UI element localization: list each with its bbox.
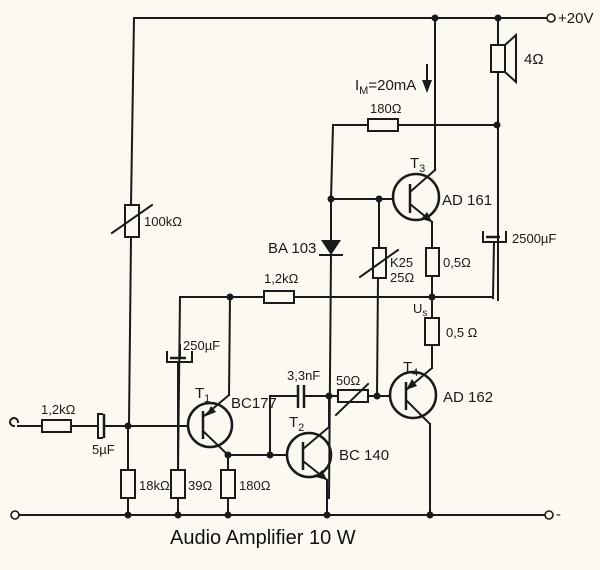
cap-5u-plate <box>97 413 103 439</box>
speaker-label: 4Ω <box>524 51 544 68</box>
speaker-coil <box>490 44 506 73</box>
pot-100k-resistor[interactable] <box>124 204 140 238</box>
t1-collector-wire <box>227 295 232 397</box>
ntc-value-label: 25Ω <box>390 270 414 285</box>
ntc-arrow <box>358 248 400 279</box>
ground-terminal-right[interactable] <box>544 510 554 520</box>
transistor-t2[interactable] <box>285 431 333 479</box>
resistor-input-1k2[interactable] <box>41 419 72 433</box>
diode-label: BA 103 <box>268 240 316 257</box>
resistor-180-bottom-label: 180Ω <box>239 478 271 493</box>
resistor-1k2-mid-label: 1,2kΩ <box>264 271 299 286</box>
feedback-wire <box>329 123 335 201</box>
ground-label: - <box>556 506 561 523</box>
cap-33n-label: 3,3nF <box>287 368 320 383</box>
resistor-05-top[interactable] <box>425 247 440 277</box>
resistor-05-bottom-label: 0,5 Ω <box>446 325 478 340</box>
bias-wire <box>127 235 133 425</box>
junction-dot <box>323 511 331 519</box>
t4-emitter-arrow <box>406 379 417 390</box>
t2-type: BC 140 <box>339 447 389 464</box>
junction-dot <box>373 392 381 400</box>
junction-dot <box>426 511 434 519</box>
t4-name: T4 <box>403 359 418 379</box>
supply-label: +20V <box>558 10 593 27</box>
t3-type: AD 161 <box>442 192 492 209</box>
input-terminal-icon[interactable] <box>9 417 20 428</box>
cap-250-plate <box>166 351 193 363</box>
resistor-input-label: 1,2kΩ <box>41 402 76 417</box>
resistor-50-label: 50Ω <box>336 373 360 388</box>
node-us-label: Us <box>413 301 427 319</box>
ntc-type-label: K25 <box>390 255 413 270</box>
resistor-180-bottom[interactable] <box>220 469 236 499</box>
junction-dot <box>224 511 232 519</box>
ntc-wire <box>375 276 380 397</box>
arrow-down-icon <box>422 80 432 93</box>
resistor-50-variable[interactable] <box>337 389 369 403</box>
t3-name: T3 <box>410 155 425 175</box>
resistor-05-bottom[interactable] <box>424 317 440 346</box>
t2-emitter-arrow <box>316 470 327 480</box>
cap-250-label: 250µF <box>183 338 220 353</box>
cap-2500-label: 2500µF <box>512 231 556 246</box>
diode-wire <box>327 253 333 500</box>
t4-type: AD 162 <box>443 389 493 406</box>
t4-collector <box>404 398 432 426</box>
t1-emitter <box>201 429 230 457</box>
ground-terminal-left[interactable] <box>10 510 20 520</box>
resistor-39[interactable] <box>170 469 186 499</box>
junction-dot <box>266 451 274 459</box>
diagram-title: Audio Amplifier 10 W <box>170 527 356 549</box>
cap-wire <box>491 240 496 300</box>
pot-100k-label: 100kΩ <box>144 214 182 229</box>
var-arrow <box>334 382 370 417</box>
current-label: IM=20mA <box>355 77 416 97</box>
diode-ba103[interactable] <box>321 240 341 255</box>
pot-arrow <box>110 203 154 235</box>
t3-emitter-arrow <box>421 212 432 222</box>
t1-type: BC177 <box>231 395 277 412</box>
resistor-1k2-mid[interactable] <box>263 290 295 304</box>
t1-arrow <box>206 406 216 416</box>
t2-collector <box>301 425 331 451</box>
resistor-18k-label: 18kΩ <box>139 478 170 493</box>
t3-collector <box>408 168 437 194</box>
junction-dot <box>174 511 182 519</box>
resistor-180-feedback[interactable] <box>367 118 399 132</box>
resistor-39-label: 39Ω <box>188 478 212 493</box>
transistor-t3[interactable] <box>391 172 441 222</box>
t2-name: T2 <box>289 414 304 434</box>
resistor-18k[interactable] <box>120 469 136 499</box>
t1-name: T1 <box>195 385 210 405</box>
bias-wire <box>129 16 136 207</box>
junction-dot <box>124 511 132 519</box>
resistor-180-feedback-label: 180Ω <box>370 101 402 116</box>
cap-5u-label: 5µF <box>92 442 115 457</box>
supply-terminal[interactable] <box>546 13 556 23</box>
resistor-05-top-label: 0,5Ω <box>443 255 471 270</box>
speaker-icon <box>504 32 517 85</box>
